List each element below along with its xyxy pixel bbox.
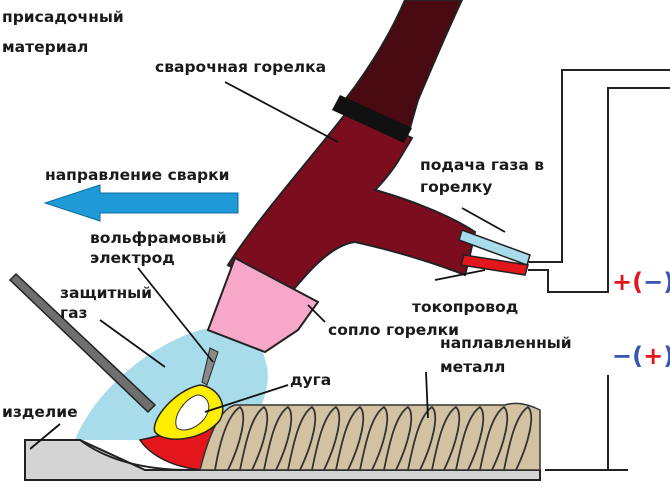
wire-power-bottom — [607, 375, 628, 471]
label-shield-line1: защитный — [60, 284, 152, 302]
polarity-top: +(−) — [612, 268, 670, 296]
label-electrode-line2: электрод — [90, 249, 175, 267]
workpiece-groove — [79, 439, 191, 471]
polarity-bottom-mid: + — [643, 342, 663, 370]
deposit-ripples — [214, 405, 533, 471]
label-current-lead: токопровод — [412, 298, 518, 316]
polarity-top-close: ) — [663, 268, 670, 296]
label-nozzle: сопло горелки — [328, 321, 459, 339]
welding-direction-arrow — [43, 184, 239, 222]
tungsten-electrode — [201, 347, 219, 386]
label-filler-line2: материал — [2, 38, 88, 56]
torch-handle — [343, 0, 464, 130]
label-deposit-line1: наплавленный — [440, 334, 572, 352]
polarity-bottom: −(+) — [612, 342, 670, 370]
label-workpiece: изделие — [2, 403, 78, 421]
torch-nozzle — [206, 256, 320, 354]
filler-rod — [8, 272, 157, 414]
wire-power-top — [528, 87, 670, 293]
label-torch: сварочная горелка — [155, 58, 326, 76]
current-cable — [460, 254, 529, 276]
polarity-bottom-open: −( — [612, 342, 643, 370]
label-deposit-line2: металл — [440, 358, 505, 376]
polarity-bottom-close: ) — [663, 342, 670, 370]
deposited-metal — [199, 402, 541, 471]
torch-body — [226, 106, 477, 302]
label-direction: направление сварки — [45, 166, 230, 184]
label-arc: дуга — [290, 371, 331, 389]
label-gas-feed-line1: подача газа в — [420, 156, 544, 174]
torch-collar — [332, 95, 412, 143]
label-electrode-line1: вольфрамовый — [90, 229, 227, 247]
polarity-top-open: +( — [612, 268, 643, 296]
arc-inner — [175, 394, 210, 431]
leader-lines — [29, 81, 506, 450]
label-gas-feed-line2: горелку — [420, 178, 492, 196]
wire-gas-line — [528, 69, 670, 263]
label-filler-line1: присадочный — [2, 8, 124, 26]
polarity-top-mid: − — [643, 268, 663, 296]
label-shield-line2: газ — [60, 304, 88, 322]
